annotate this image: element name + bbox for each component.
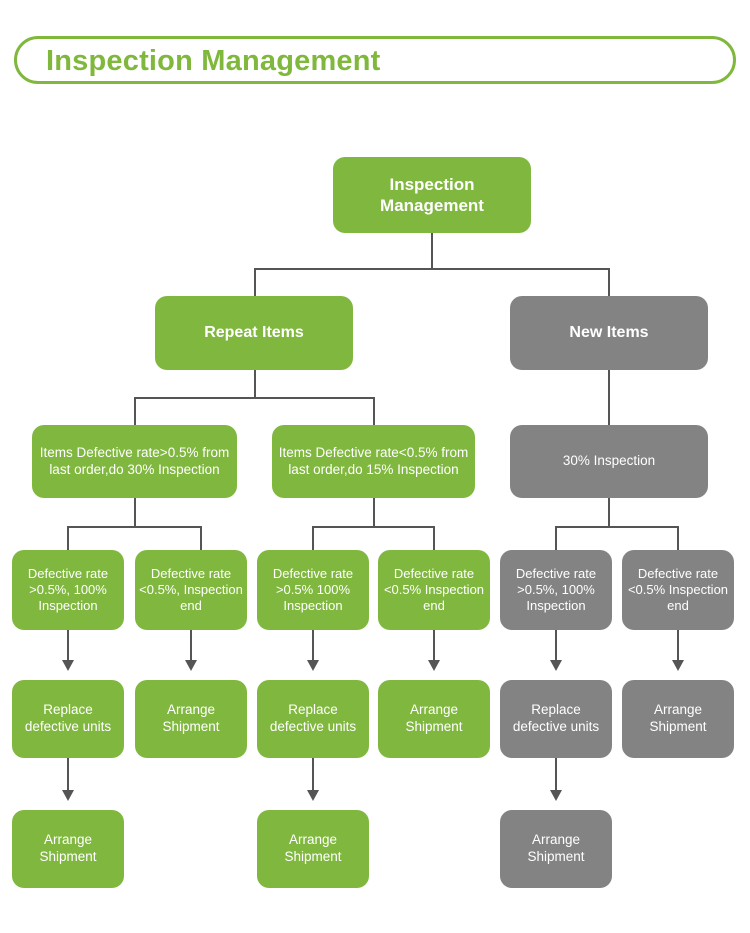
node-label: Replace defective units <box>24 702 112 734</box>
node-label: Defective rate <0.5% Inspection end <box>627 565 729 614</box>
node-label: Items Defective rate<0.5% from last orde… <box>278 444 469 477</box>
arrowhead-r2-to-l6 <box>307 790 319 801</box>
arrowhead-c5-to-l5 <box>550 660 562 671</box>
node-label: Items Defective rate>0.5% from last orde… <box>39 444 230 477</box>
node-label: Defective rate <0.5% Inspection end <box>383 565 485 614</box>
node-l6-arrange-1[interactable]: Arrange Shipment <box>12 810 124 888</box>
node-label: New Items <box>569 324 649 341</box>
node-label: Defective rate >0.5%, 100% Inspection <box>27 565 109 614</box>
node-label: Defective rate >0.5%, 100% Inspection <box>515 565 597 614</box>
node-repeat-low-defect-rule[interactable]: Items Defective rate<0.5% from last orde… <box>272 425 475 498</box>
arrowhead-c3-to-l5 <box>307 660 319 671</box>
arrowhead-c6-to-l5 <box>672 660 684 671</box>
connector-root-stem <box>431 233 433 269</box>
node-label: Arrange Shipment <box>405 702 463 734</box>
node-l5-replace-2[interactable]: Replace defective units <box>257 680 369 758</box>
node-l4-new-under[interactable]: Defective rate <0.5% Inspection end <box>622 550 734 630</box>
node-inspection-management[interactable]: Inspection Management <box>333 157 531 233</box>
connector-new-to-30 <box>608 370 610 425</box>
node-repeat-items[interactable]: Repeat Items <box>155 296 353 370</box>
node-l4-repeat-high-over[interactable]: Defective rate >0.5%, 100% Inspection <box>12 550 124 630</box>
connector-c4-to-l5 <box>433 630 435 664</box>
connector-n2-to-c4 <box>433 526 435 550</box>
connector-c2-to-l5 <box>190 630 192 664</box>
connector-n3-bus <box>555 526 678 528</box>
node-label: Replace defective units <box>269 702 357 734</box>
connector-root-to-repeat <box>254 268 256 296</box>
node-l4-repeat-low-under[interactable]: Defective rate <0.5% Inspection end <box>378 550 490 630</box>
arrowhead-r1-to-l6 <box>62 790 74 801</box>
arrowhead-c4-to-l5 <box>428 660 440 671</box>
node-label: Inspection Management <box>380 174 484 215</box>
connector-n2-stem <box>373 498 375 527</box>
connector-n1-bus <box>67 526 202 528</box>
node-l5-replace-1[interactable]: Replace defective units <box>12 680 124 758</box>
connector-c5-to-l5 <box>555 630 557 664</box>
connector-repeat-to-n2 <box>373 397 375 425</box>
connector-n1-stem <box>134 498 136 527</box>
node-new-30-inspection[interactable]: 30% Inspection <box>510 425 708 498</box>
node-label: Defective rate >0.5% 100% Inspection <box>272 565 354 614</box>
connector-repeat-bus <box>134 397 375 399</box>
node-new-items[interactable]: New Items <box>510 296 708 370</box>
connector-n3-stem <box>608 498 610 527</box>
node-l5-arrange-2[interactable]: Arrange Shipment <box>378 680 490 758</box>
arrowhead-r3-to-l6 <box>550 790 562 801</box>
node-l5-arrange-3[interactable]: Arrange Shipment <box>622 680 734 758</box>
connector-r2-to-l6 <box>312 758 314 794</box>
node-label: Repeat Items <box>204 324 304 341</box>
node-label: Arrange Shipment <box>527 832 585 864</box>
arrowhead-c1-to-l5 <box>62 660 74 671</box>
connector-c1-to-l5 <box>67 630 69 664</box>
connector-root-bus <box>254 268 610 270</box>
node-label: Arrange Shipment <box>162 702 220 734</box>
page-header-frame <box>14 36 736 84</box>
connector-r3-to-l6 <box>555 758 557 794</box>
arrowhead-c2-to-l5 <box>185 660 197 671</box>
node-label: Replace defective units <box>512 702 600 734</box>
node-label: Arrange Shipment <box>39 832 97 864</box>
node-label: Defective rate <0.5%, Inspection end <box>139 565 243 614</box>
node-label: Arrange Shipment <box>649 702 707 734</box>
page-title: Inspection Management <box>46 45 381 77</box>
node-repeat-high-defect-rule[interactable]: Items Defective rate>0.5% from last orde… <box>32 425 237 498</box>
node-label: 30% Inspection <box>562 453 656 469</box>
connector-n3-to-c5 <box>555 526 557 550</box>
node-l4-repeat-high-under[interactable]: Defective rate <0.5%, Inspection end <box>135 550 247 630</box>
connector-c6-to-l5 <box>677 630 679 664</box>
connector-n2-to-c3 <box>312 526 314 550</box>
node-l6-arrange-2[interactable]: Arrange Shipment <box>257 810 369 888</box>
connector-r1-to-l6 <box>67 758 69 794</box>
node-l5-replace-3[interactable]: Replace defective units <box>500 680 612 758</box>
connector-n1-to-c2 <box>200 526 202 550</box>
connector-c3-to-l5 <box>312 630 314 664</box>
node-l5-arrange-1[interactable]: Arrange Shipment <box>135 680 247 758</box>
connector-repeat-to-n1 <box>134 397 136 425</box>
connector-n2-bus <box>312 526 435 528</box>
node-l4-repeat-low-over[interactable]: Defective rate >0.5% 100% Inspection <box>257 550 369 630</box>
connector-repeat-stem <box>254 370 256 398</box>
node-l4-new-over[interactable]: Defective rate >0.5%, 100% Inspection <box>500 550 612 630</box>
node-label: Arrange Shipment <box>284 832 342 864</box>
connector-root-to-new <box>608 268 610 296</box>
connector-n1-to-c1 <box>67 526 69 550</box>
connector-n3-to-c6 <box>677 526 679 550</box>
node-l6-arrange-3[interactable]: Arrange Shipment <box>500 810 612 888</box>
